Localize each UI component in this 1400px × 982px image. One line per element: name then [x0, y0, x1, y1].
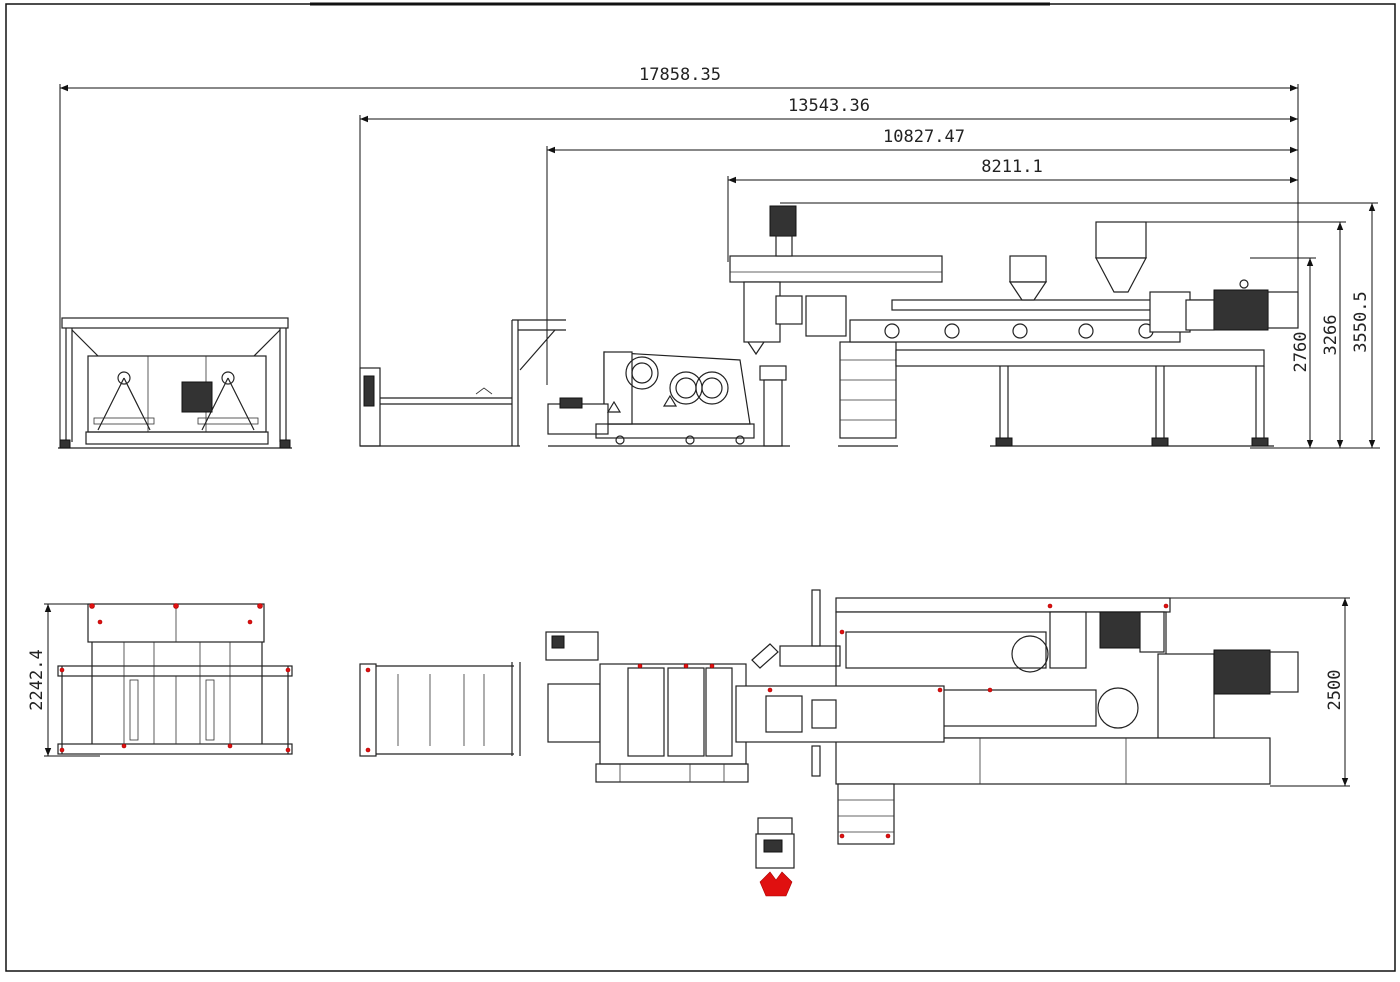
dimension-height-2760: 2760 [1250, 257, 1316, 448]
dimension-height-3550-label: 3550.5 [1351, 291, 1371, 352]
dimension-length-4: 8211.1 [727, 157, 1298, 262]
dimension-height-2760-label: 2760 [1291, 332, 1311, 373]
control-panel-plan [755, 817, 795, 897]
dimension-length-3: 10827.47 [546, 127, 1298, 385]
winder-elevation [58, 317, 292, 449]
cooling-stand-elevation [359, 319, 566, 447]
control-cabinet-elevation [758, 365, 790, 447]
dimension-plan-width-right: 2500 [1170, 597, 1350, 787]
dimension-length-2: 13543.36 [359, 96, 1298, 370]
dimension-plan-width-left-label: 2242.4 [27, 649, 47, 710]
dimension-overall-length: 17858.35 [59, 65, 1299, 448]
sheet-border [5, 3, 1396, 972]
dimension-height-3266-label: 3266 [1321, 315, 1341, 356]
calender-plan [545, 631, 749, 783]
calender-elevation [547, 351, 758, 447]
dimension-height-3550: 3550.5 [780, 202, 1378, 448]
dimension-length-4-label: 8211.1 [981, 157, 1042, 177]
dimension-plan-width-left: 2242.4 [27, 603, 100, 757]
dimension-plan-width-right-label: 2500 [1325, 670, 1345, 711]
extruder-elevation [729, 205, 1299, 447]
extruder-plan [735, 589, 1299, 845]
dimension-length-2-label: 13543.36 [788, 96, 870, 116]
dimension-overall-length-label: 17858.35 [639, 65, 721, 85]
cooling-stand-plan [359, 662, 601, 757]
winder-plan [57, 603, 293, 755]
dimension-length-3-label: 10827.47 [883, 127, 965, 147]
